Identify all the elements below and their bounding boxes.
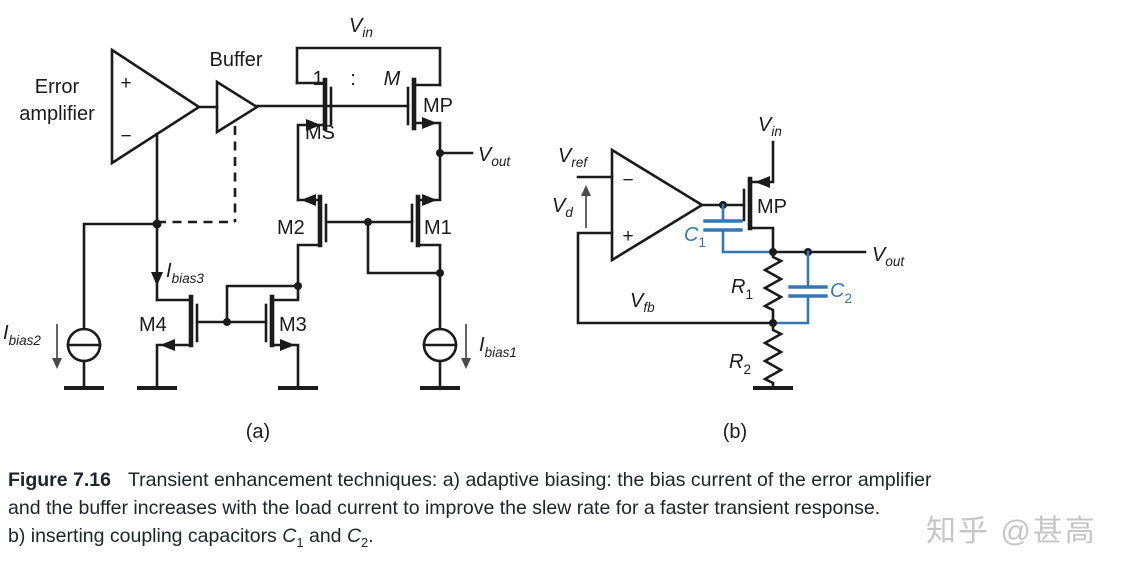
circuit-diagram-svg: + − Error amplifier Buffer 1 : M Vin (3, 15, 905, 443)
circuit-b: − + Vref Vd Vfb Vin MP (552, 114, 905, 443)
wire-vin-rail (295, 46, 442, 87)
circuit-a-sublabel: (a) (246, 421, 270, 443)
caption-line2: and the buffer increases with the load c… (8, 497, 881, 519)
caption-c2: C (346, 525, 362, 547)
transistor-ms (295, 77, 333, 202)
m2-label: M2 (277, 217, 305, 239)
error-amp-triangle (110, 47, 202, 166)
vin-label-b: Vin (758, 114, 782, 139)
c1-label: C1 (684, 224, 706, 250)
buffer-symbol (197, 79, 260, 135)
error-amplifier-symbol: + − (110, 47, 202, 166)
c2-leads (773, 250, 810, 325)
caption-c1: C (282, 525, 297, 547)
figure-number: Figure 7.16 (8, 469, 111, 491)
c2-plates (788, 285, 828, 298)
zhihu-watermark: 知乎 @甚高 (926, 515, 1097, 548)
ms-arrow (306, 119, 321, 131)
opamp-minus-input: − (622, 170, 633, 191)
vfb-label: Vfb (630, 290, 655, 315)
ibias2-label: Ibias2 (3, 322, 41, 348)
caption-line3-and: and (303, 525, 347, 547)
m4-leads (155, 298, 229, 388)
ratio-m: M (384, 68, 401, 90)
m3-label: M3 (279, 314, 307, 336)
wire-gate-to-ibias1 (366, 220, 442, 275)
caption-line1: Transient enhancement techniques: a) ada… (127, 469, 932, 491)
wire-bias-junction (82, 132, 159, 331)
m2-leads (296, 198, 370, 288)
error-amp-label-line1: Error (35, 76, 80, 98)
capacitor-c1 (703, 203, 773, 254)
r2-label: R2 (729, 351, 751, 377)
caption-line3-prefix: b) inserting coupling capacitors (8, 525, 283, 547)
c2-label: C2 (830, 280, 852, 306)
m1-leads (366, 151, 442, 275)
ibias3-arrow (151, 272, 163, 286)
vout-label-b: Vout (872, 244, 905, 269)
mp-a-label: MP (423, 95, 453, 117)
mp-b-label: MP (757, 196, 787, 218)
capacitor-c2 (773, 250, 828, 325)
circuit-b-sublabel: (b) (723, 421, 747, 443)
error-amp-minus-input: − (120, 126, 131, 147)
mp-b-arrow (755, 176, 770, 188)
m2-arrow (301, 194, 316, 206)
ibias1-arrow-head (461, 358, 471, 369)
m1-label: M1 (424, 217, 452, 239)
ibias1-label: Ibias1 (479, 334, 517, 360)
buffer-label: Buffer (210, 49, 263, 71)
ibias1-current-source (420, 271, 471, 390)
vref-label: Vref (558, 145, 588, 170)
m1-arrow (422, 194, 437, 206)
caption-c1-sub: 1 (296, 534, 304, 550)
dashed-buffer-bias-wire (157, 126, 237, 224)
r1-label: R1 (731, 276, 753, 302)
ibias2-current-source (52, 324, 104, 390)
error-amp-label-line2: amplifier (19, 103, 95, 125)
transistor-mp-a (406, 77, 442, 155)
transistor-mp-b (742, 140, 775, 254)
m3-leads (225, 284, 300, 388)
transistor-m4 (137, 294, 229, 390)
m4-arrow (160, 339, 175, 351)
c1-plates (703, 219, 743, 232)
ibias3-label: Ibias3 (166, 260, 204, 286)
opamp-triangle-b (610, 147, 705, 263)
vd-arrow-head (581, 185, 591, 196)
ratio-colon: : (350, 68, 356, 90)
vin-label-a: Vin (349, 15, 373, 40)
vd-label: Vd (552, 195, 573, 220)
vout-label-a: Vout (478, 144, 511, 169)
m3-arrow (280, 339, 295, 351)
transistor-m1 (366, 151, 442, 275)
figure-caption: Figure 7.16 Transient enhancement techniq… (8, 466, 1134, 550)
ibias2-arrow-head (52, 358, 62, 369)
wire-feedback (576, 231, 775, 325)
wire-m3-diode (225, 284, 300, 324)
error-amp-plus-input: + (120, 73, 131, 94)
circuit-a: + − Error amplifier Buffer 1 : M Vin (3, 15, 517, 443)
resistor-r2 (762, 321, 784, 388)
caption-line3-end: . (368, 525, 374, 547)
ratio-one: 1 (312, 68, 323, 90)
mp-a-arrow (422, 117, 437, 129)
buffer-triangle (215, 79, 260, 135)
transistor-m3 (225, 284, 318, 390)
caption-c2-sub: 2 (361, 534, 369, 550)
resistor-r1 (762, 250, 784, 325)
c1-leads (721, 203, 773, 254)
transistor-m2 (296, 194, 370, 288)
opamp-plus-input: + (622, 226, 633, 247)
ms-label: MS (305, 122, 335, 144)
m4-label: M4 (139, 314, 167, 336)
